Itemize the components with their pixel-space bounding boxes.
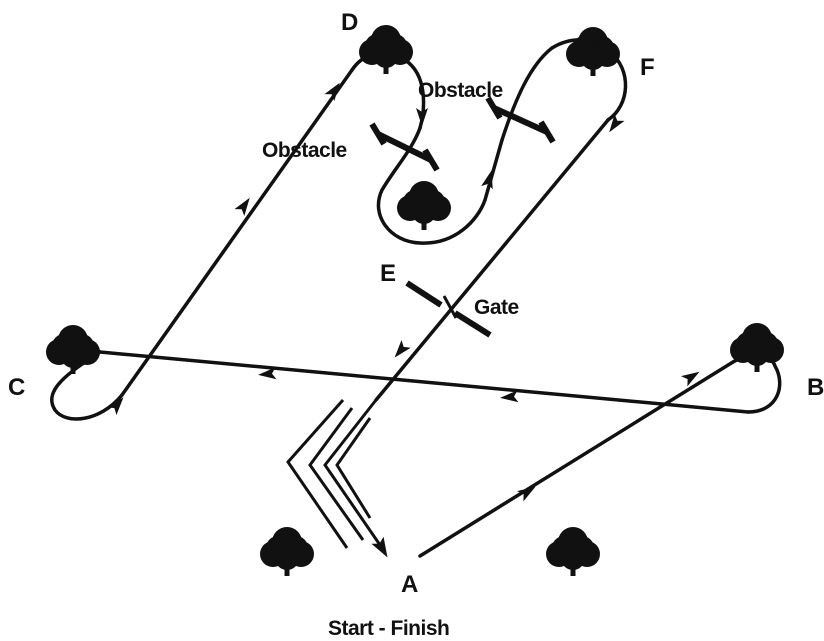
arrow-icon-b-c-1 [500, 390, 519, 403]
gate-marker [405, 280, 492, 338]
route-loop-f [550, 38, 628, 122]
obstacle-right-marker [485, 96, 556, 144]
label-b: B [807, 374, 824, 401]
arrow-icon-gate-down [394, 340, 411, 358]
arrow-icon-b-c-2 [258, 367, 277, 380]
tree-icon-bottom-left [259, 526, 315, 577]
finish-lane-inner [323, 399, 382, 546]
finish-lane-outer [286, 399, 349, 549]
route-a-to-b [418, 360, 735, 558]
route-d-to-center-loop [376, 126, 504, 245]
route-c-to-d [120, 68, 354, 397]
label-obstacle-left: Obstacle [262, 139, 347, 162]
arrow-icon-near-b [681, 371, 700, 387]
tree-icon-bottom-right [545, 526, 601, 577]
obstacle-left-marker [369, 122, 440, 172]
label-c: C [8, 374, 25, 401]
route-d-loop [350, 51, 426, 130]
arrow-icon-f-loop [609, 114, 625, 133]
route-to-f [500, 46, 554, 142]
arrow-icon-d-down [416, 108, 428, 126]
label-e: E [380, 260, 396, 287]
label-d: D [341, 9, 358, 36]
tree-icon-d [358, 24, 414, 75]
finish-lane-inner-2 [335, 417, 372, 519]
label-gate: Gate [474, 296, 519, 319]
label-a: A [401, 571, 418, 598]
route-loop-c [50, 350, 124, 421]
route-f-to-gate [374, 118, 610, 402]
route-loop-b [731, 353, 782, 414]
finish-lane-middle [308, 407, 365, 541]
arrow-icon-finish [371, 536, 388, 558]
arrow-icon-a-b [517, 486, 536, 502]
arrow-icon-c-loop [107, 397, 124, 415]
arrow-icon-up-to-f [481, 170, 493, 190]
label-start-finish: Start - Finish [328, 617, 449, 640]
label-obstacle-right: Obstacle [418, 79, 503, 102]
label-f: F [640, 54, 655, 81]
tree-icon-c [45, 324, 101, 375]
arrow-icon-c-d-1 [234, 197, 250, 216]
tree-icon-center [396, 180, 452, 231]
arrow-icon-c-d-2 [324, 82, 340, 101]
route-b-to-c [98, 350, 750, 414]
